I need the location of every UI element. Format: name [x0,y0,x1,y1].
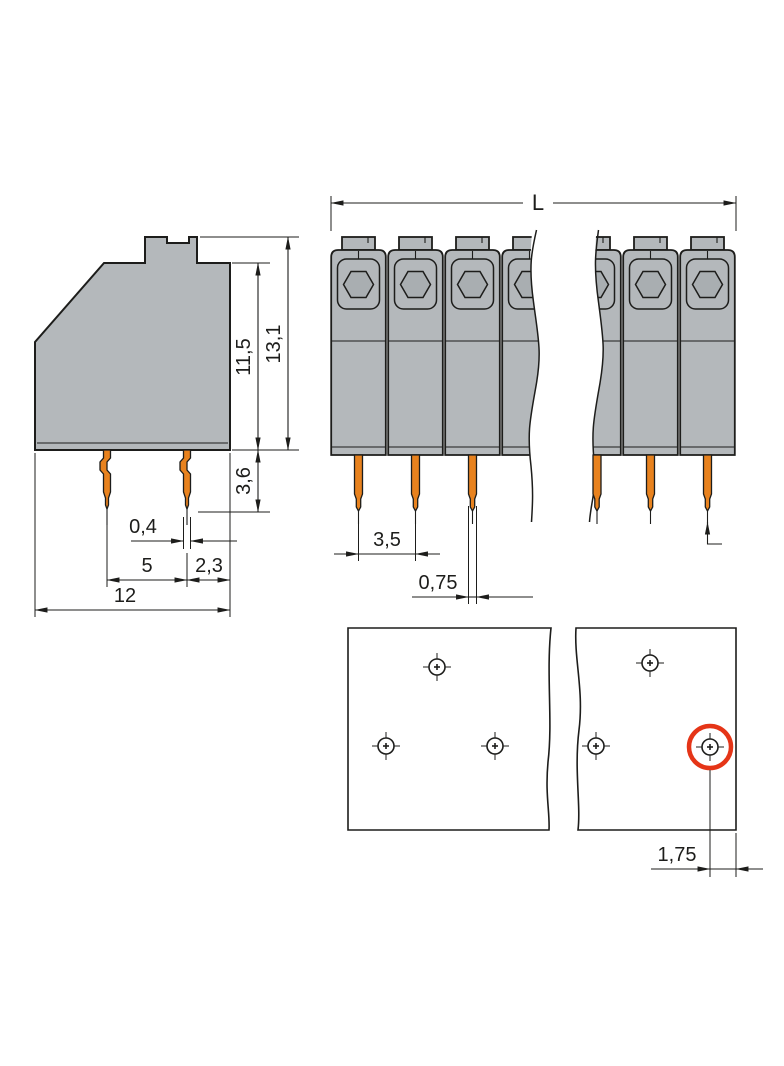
terminal-pole [387,236,444,456]
solder-pin [702,454,713,525]
dimension-label-pole-pitch: 3,5 [373,529,401,551]
pcb-outline-left [347,627,552,831]
front-view: L 3,5 0,75 [330,190,737,604]
dimension-total-length: L [330,190,737,215]
solder-pin [467,454,478,525]
pcb-outline-right [574,627,737,831]
dimension-label-hole-edge-distance: 1,75 [658,844,697,866]
solder-pin [353,454,364,525]
dimension-overall-depth: 12 [34,585,231,613]
dimension-label-housing-height: 11,5 [233,338,255,375]
drilling-plan: 1,75 [347,627,763,877]
solder-pin [99,449,112,526]
dimension-hole-edge-distance: 1,75 [651,844,763,872]
terminal-pole [622,236,679,456]
side-view: 11,5 13,1 3,6 0,4 5 2,3 12 [34,236,299,617]
dimension-pin-spacing: 5 [106,555,188,583]
dimension-label-pin-length: 3,6 [233,467,255,495]
solder-pin [645,454,656,525]
dimension-label-pin-thickness: 0,4 [129,516,157,538]
pin-pointer-arrow [704,521,722,545]
side-view-extension-lines [34,236,299,617]
dimension-label-overall-depth: 12 [114,585,136,607]
terminal-pole [444,236,501,456]
solder-pin [179,449,192,526]
dimension-pin-to-edge: 2,3 [186,555,231,583]
break-line [528,229,540,523]
terminal-pole [330,236,387,456]
pole-group-left [330,236,540,456]
dimension-pin-thickness: 0,4 [129,516,237,544]
highlighted-hole-marker [686,723,734,771]
pole-group-right [589,236,736,456]
solder-pin [410,454,421,525]
dimension-pin-width: 0,75 [412,572,533,600]
dimension-label-total-height: 13,1 [263,325,285,364]
dimension-pin-length: 3,6 [233,449,261,513]
dimension-pole-pitch: 3,5 [334,529,440,557]
dimension-label-total-length: L [532,190,544,215]
solder-pin [592,454,602,525]
dimension-label-pin-spacing: 5 [141,555,152,577]
dimension-label-pin-width: 0,75 [419,572,458,594]
dimension-label-pin-to-edge: 2,3 [195,555,223,577]
dimension-housing-height: 11,5 [233,262,261,451]
terminal-pole [679,236,736,456]
housing-side-profile [34,236,231,451]
dimension-total-height: 13,1 [263,236,291,451]
